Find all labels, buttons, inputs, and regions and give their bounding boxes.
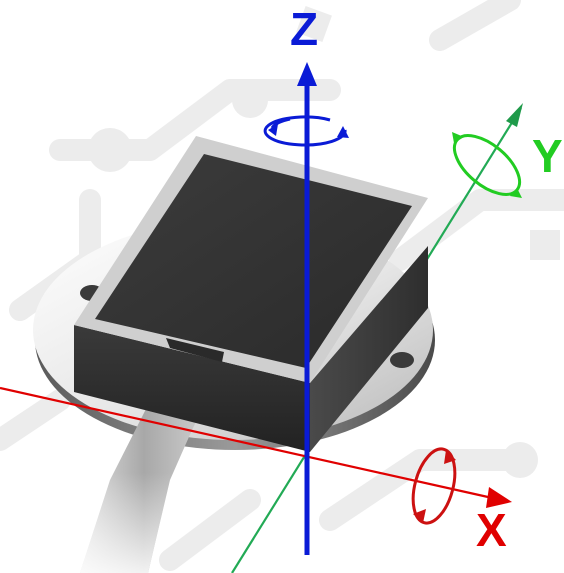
x-axis-label: X <box>476 504 507 556</box>
y-axis-label: Y <box>532 130 563 182</box>
x-axis-arrowhead <box>486 487 512 508</box>
y-axis-arrowhead <box>506 103 523 127</box>
y-rotation-arrow <box>452 132 522 198</box>
x-rotation-arrow <box>411 447 457 525</box>
x-axis-line <box>0 386 489 499</box>
mounting-hole-right <box>390 352 414 368</box>
z-axis-arrowhead <box>297 62 317 86</box>
z-rotation-arrow <box>263 115 349 147</box>
z-axis-label: Z <box>290 3 318 55</box>
sensor-body <box>74 136 428 452</box>
